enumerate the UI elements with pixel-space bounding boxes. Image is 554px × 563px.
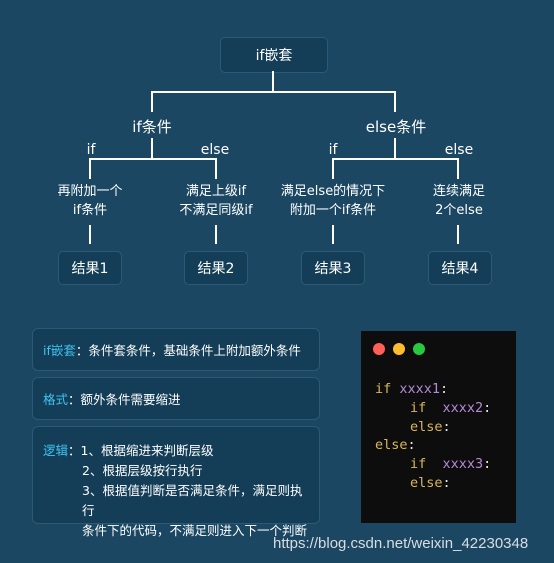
connector: [151, 138, 153, 158]
edge-if-label: if: [86, 142, 96, 158]
definition-text: ：条件套条件，基础条件上附加额外条件: [75, 343, 301, 358]
format-note: 格式：额外条件需要缩进: [32, 377, 320, 420]
logic-key: 逻辑: [43, 443, 69, 458]
connector: [457, 225, 459, 244]
minimize-dot-icon: [393, 343, 405, 355]
else-condition-label: else条件: [365, 118, 427, 136]
definition-note: if嵌套：条件套条件，基础条件上附加额外条件: [32, 328, 320, 371]
connector: [394, 91, 396, 112]
connector: [272, 71, 274, 91]
watermark: https://blog.csdn.net/weixin_42230348: [273, 535, 529, 552]
code-line: if xxxx3:: [410, 456, 492, 472]
format-key: 格式: [43, 392, 69, 407]
connector: [215, 225, 217, 244]
connector: [151, 91, 396, 93]
edge-else-label: else: [200, 142, 230, 158]
result-node: 结果3: [301, 251, 365, 285]
connector: [89, 225, 91, 244]
connector: [89, 158, 91, 179]
description-3: 满足else的情况下 附加一个if条件: [280, 184, 386, 218]
logic-line: 条件下的代码，不满足则进入下一个判断: [82, 523, 308, 538]
result-node: 结果2: [184, 251, 248, 285]
connector: [332, 225, 334, 244]
connector: [215, 158, 217, 179]
connector: [394, 138, 396, 158]
description-4: 连续满足 2个else: [432, 184, 486, 218]
logic-note: 逻辑：1、根据缩进来判断层级 2、根据层级按行执行 3、根据值判断是否满足条件，…: [32, 426, 320, 538]
root-node-label: if嵌套: [255, 48, 293, 64]
definition-key: if嵌套: [43, 343, 76, 358]
connector: [89, 158, 217, 160]
logic-line: 2、根据层级按行执行: [82, 463, 203, 478]
root-node: if嵌套: [220, 37, 328, 73]
connector: [332, 158, 459, 160]
if-condition-label: if条件: [132, 118, 172, 136]
code-line: else:: [410, 475, 451, 491]
result-node: 结果4: [428, 251, 492, 285]
code-line: else:: [410, 419, 451, 435]
connector: [332, 158, 334, 179]
code-line: else:: [375, 437, 416, 453]
code-line: if xxxx1:: [375, 381, 449, 397]
close-dot-icon: [373, 343, 385, 355]
logic-line: 3、根据值判断是否满足条件，满足则执行: [82, 483, 303, 518]
connector: [457, 158, 459, 179]
code-line: if xxxx2:: [410, 400, 492, 416]
edge-else-label: else: [444, 142, 474, 158]
connector: [151, 91, 153, 112]
description-2: 满足上级if 不满足同级if: [179, 184, 253, 218]
format-text: ：额外条件需要缩进: [68, 392, 181, 407]
result-node: 结果1: [58, 251, 122, 285]
description-1: 再附加一个 if条件: [57, 184, 123, 218]
code-window: if xxxx1: if xxxx2: else: else: if xxxx3…: [361, 331, 516, 523]
edge-if-label: if: [328, 142, 338, 158]
logic-line: ：1、根据缩进来判断层级: [68, 443, 214, 458]
maximize-dot-icon: [413, 343, 425, 355]
